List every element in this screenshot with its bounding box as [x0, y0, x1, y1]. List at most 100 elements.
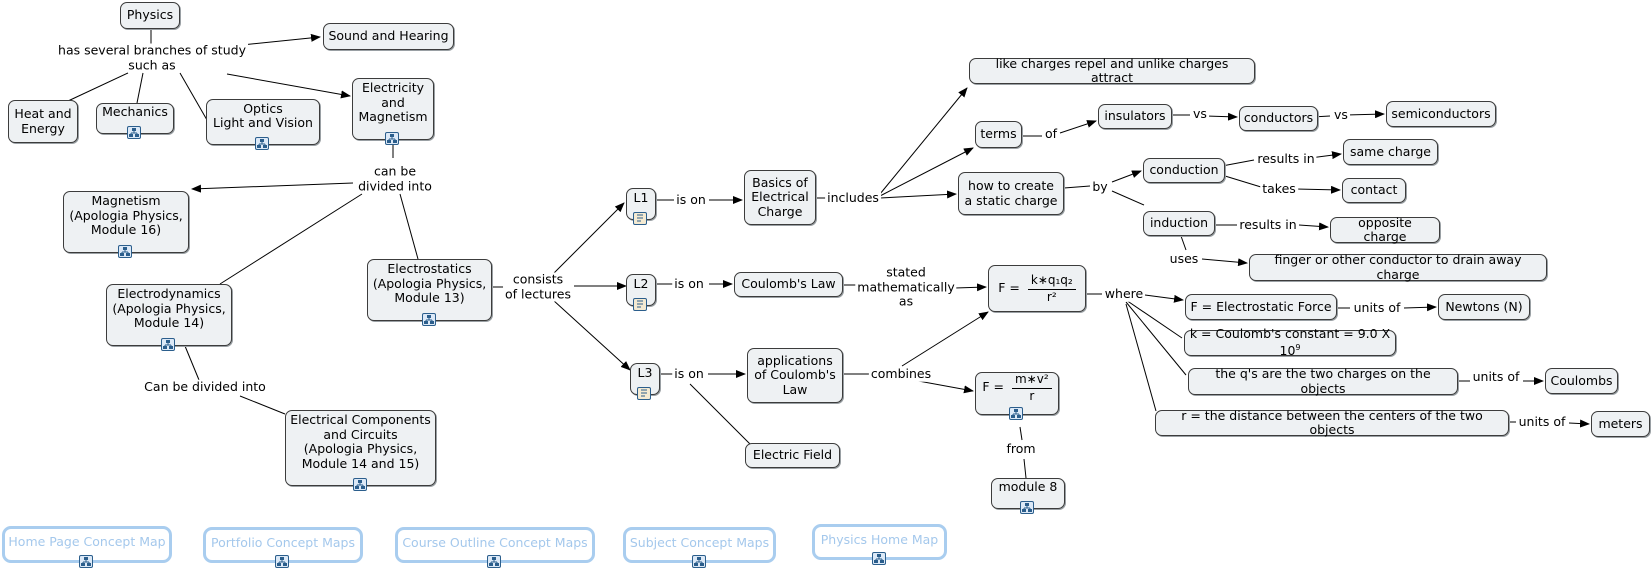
concept-insulators[interactable]: insulators: [1098, 104, 1172, 129]
concept-contact[interactable]: contact: [1342, 178, 1406, 203]
link-combines: combines: [868, 365, 934, 382]
concept-map-icon[interactable]: [79, 555, 93, 568]
concept-r-distance[interactable]: r = the distance between the centers of …: [1155, 407, 1509, 437]
concept-coulombs-law[interactable]: Coulomb's Law: [734, 272, 843, 297]
concept-conductors[interactable]: conductors: [1239, 106, 1318, 131]
concept-label: semiconductors: [1391, 105, 1491, 121]
concept-physics[interactable]: Physics: [120, 2, 180, 29]
document-icon[interactable]: [637, 387, 651, 400]
concept-electrostatics[interactable]: Electrostatics (Apologia Physics, Module…: [367, 259, 492, 326]
document-icon[interactable]: [633, 212, 647, 225]
concept-label: finger or other conductor to drain away …: [1274, 252, 1522, 282]
concept-map-icon[interactable]: [1009, 407, 1023, 420]
concept-map-icon[interactable]: [161, 338, 175, 351]
concept-conduction[interactable]: conduction: [1143, 158, 1225, 183]
formula-lhs: F =: [998, 280, 1020, 295]
link-uses: uses: [1167, 250, 1201, 267]
nav-subject-concept-maps[interactable]: Subject Concept Maps: [623, 527, 776, 568]
concept-label: same charge: [1349, 143, 1431, 159]
concept-map-icon[interactable]: [255, 137, 269, 150]
concept-same-charge[interactable]: same charge: [1343, 139, 1438, 165]
concept-map-icon[interactable]: [1020, 501, 1034, 514]
concept-static-charge[interactable]: how to create a static charge: [958, 172, 1064, 215]
concept-lecture-l1[interactable]: L1: [626, 188, 656, 225]
concept-label: F = Electrostatic Force: [1190, 298, 1332, 314]
concept-module-8[interactable]: module 8: [991, 478, 1065, 514]
concept-map-icon[interactable]: [487, 555, 501, 568]
formula-denominator: r²: [1046, 289, 1057, 304]
concept-sound-and-hearing[interactable]: Sound and Hearing: [323, 23, 454, 50]
concept-label: Coulomb's Law: [741, 276, 836, 292]
concept-label: Sound and Hearing: [328, 28, 449, 44]
nav-portfolio-concept-maps[interactable]: Portfolio Concept Maps: [203, 527, 363, 568]
concept-map-icon[interactable]: [127, 126, 141, 139]
concept-finger-conductor[interactable]: finger or other conductor to drain away …: [1249, 252, 1547, 282]
concept-label: insulators: [1104, 108, 1166, 124]
concept-map-icon[interactable]: [385, 132, 399, 145]
concept-label: L1: [633, 189, 649, 205]
formula-denominator: r: [1029, 388, 1035, 403]
concept-map-icon[interactable]: [352, 478, 367, 491]
concept-basics-of-electrical-charge[interactable]: Basics of Electrical Charge: [744, 170, 816, 225]
concept-electrodynamics[interactable]: Electrodynamics (Apologia Physics, Modul…: [106, 284, 232, 351]
concept-heat-and-energy[interactable]: Heat and Energy: [8, 100, 78, 143]
link-by: by: [1090, 178, 1110, 195]
concept-label: how to create a static charge: [964, 178, 1058, 208]
concept-electric-field[interactable]: Electric Field: [745, 443, 840, 468]
concept-lecture-l2[interactable]: L2: [626, 274, 656, 311]
concept-magnetism[interactable]: Magnetism (Apologia Physics, Module 16): [63, 191, 189, 258]
link-includes: includes: [825, 189, 881, 206]
concept-applications-of-coulombs-law[interactable]: applications of Coulomb's Law: [747, 348, 843, 403]
concept-label: Physics: [126, 7, 174, 23]
concept-label: Newtons (N): [1445, 298, 1523, 314]
concept-label: Mechanics: [102, 104, 168, 120]
nav-physics-home-map[interactable]: Physics Home Map: [812, 524, 947, 565]
concept-label: Electrodynamics (Apologia Physics, Modul…: [112, 286, 226, 331]
concept-f-electrostatic-force[interactable]: F = Electrostatic Force: [1185, 294, 1337, 320]
concept-label: Heat and Energy: [14, 106, 72, 136]
nav-course-outline-concept-maps[interactable]: Course Outline Concept Maps: [395, 527, 595, 568]
concept-label: induction: [1149, 215, 1209, 231]
concept-map-icon[interactable]: [118, 245, 132, 258]
concept-label: Electricity and Magnetism: [358, 80, 428, 125]
constant-exponent: 9: [1295, 343, 1301, 353]
nav-home-page-concept-map[interactable]: Home Page Concept Map: [2, 526, 172, 568]
concept-map-icon[interactable]: [691, 555, 706, 568]
concept-terms[interactable]: terms: [975, 121, 1022, 148]
concept-label: contact: [1350, 182, 1398, 198]
concept-map-icon[interactable]: [871, 552, 886, 565]
nav-label: Course Outline Concept Maps: [402, 535, 588, 550]
concept-centripetal-formula[interactable]: F = m∗v² r: [975, 372, 1059, 420]
concept-coulombs-unit[interactable]: Coulombs: [1545, 368, 1618, 394]
concept-optics[interactable]: Optics Light and Vision: [206, 99, 320, 150]
concept-coulombs-constant[interactable]: k = Coulomb's constant = 9.0 X 109: [1184, 326, 1396, 358]
concept-electricity-and-magnetism[interactable]: Electricity and Magnetism: [352, 78, 434, 145]
concept-meters[interactable]: meters: [1591, 411, 1650, 437]
nav-label: Physics Home Map: [820, 532, 939, 547]
formula-numerator: k∗q₁q₂: [1027, 273, 1076, 290]
link-vs-1: vs: [1191, 105, 1209, 122]
concept-label: Electric Field: [752, 447, 833, 463]
concept-newtons[interactable]: Newtons (N): [1438, 294, 1530, 320]
concept-like-charges[interactable]: like charges repel and unlike charges at…: [969, 56, 1255, 85]
link-from: from: [1004, 440, 1038, 457]
concept-semiconductors[interactable]: semiconductors: [1386, 101, 1496, 127]
concept-the-qs[interactable]: the q's are the two charges on the objec…: [1188, 366, 1458, 395]
concept-induction[interactable]: induction: [1143, 211, 1215, 236]
concept-mechanics[interactable]: Mechanics: [96, 103, 174, 139]
concept-map-icon[interactable]: [421, 313, 436, 326]
concept-electrical-components[interactable]: Electrical Components and Circuits (Apol…: [285, 410, 436, 491]
link-units-of-1: units of: [1351, 299, 1403, 316]
concept-label: r = the distance between the centers of …: [1181, 407, 1483, 437]
concept-lecture-l3[interactable]: L3: [630, 363, 660, 400]
concept-coulomb-formula[interactable]: F = k∗q₁q₂ r²: [988, 265, 1086, 312]
link-units-of-2: units of: [1470, 368, 1522, 385]
concept-label: terms: [980, 126, 1017, 142]
concept-opposite-charge[interactable]: opposite charge: [1330, 215, 1440, 244]
concept-map-icon[interactable]: [275, 555, 289, 568]
document-icon[interactable]: [633, 298, 647, 311]
link-takes: takes: [1260, 180, 1298, 197]
link-is-on-1: is on: [674, 191, 708, 208]
formula-lhs: F =: [982, 379, 1004, 394]
